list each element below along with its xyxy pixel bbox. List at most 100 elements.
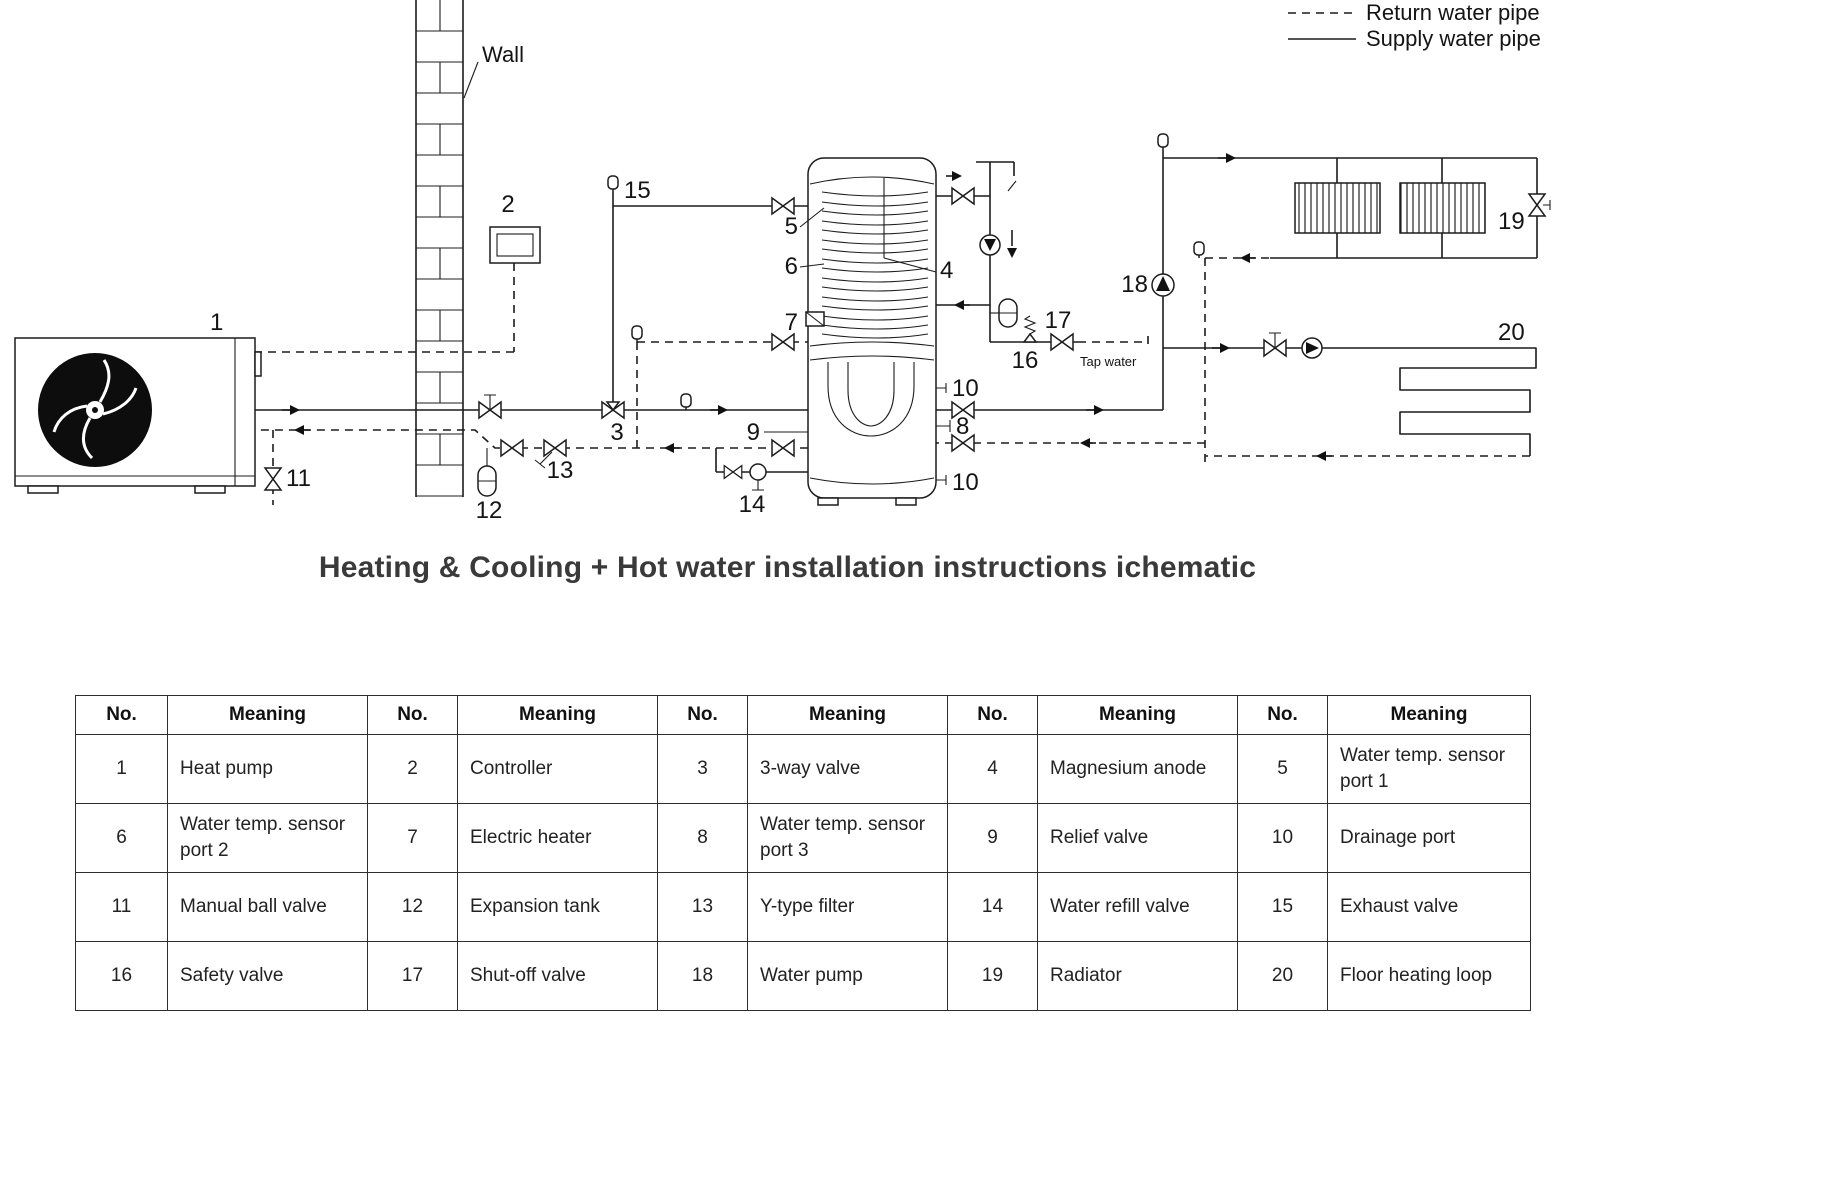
manual-ball-valve-11-icon	[264, 467, 282, 491]
installation-schematic: Return water pipe Supply water pipe Wall	[14, 0, 1551, 524]
meaning-cell: Relief valve	[1037, 803, 1238, 873]
label-sensor-2: 6	[785, 253, 798, 280]
no-cell: 3	[657, 734, 748, 804]
meaning-cell: Y-type filter	[747, 872, 948, 942]
magnesium-anode-icon	[883, 178, 937, 273]
ball-valve-icon	[479, 395, 501, 418]
label-y-filter: 13	[547, 457, 574, 484]
tap-water-label: Tap water	[1080, 354, 1137, 369]
meaning-cell: Safety valve	[167, 941, 368, 1011]
no-cell: 18	[657, 941, 748, 1011]
label-exhaust-valve: 15	[624, 177, 651, 204]
meaning-cell: Expansion tank	[457, 872, 658, 942]
page-title: Heating & Cooling + Hot water installati…	[318, 551, 1257, 584]
meaning-cell: Water temp. sensor port 1	[1327, 734, 1531, 804]
check-valve-icon	[979, 234, 1001, 256]
component-labels: 3 4 5 6 7 8 9 10 10 11 12 13 14 15 16 17…	[286, 177, 1525, 524]
no-cell: 2	[367, 734, 458, 804]
air-vent-icon	[1157, 133, 1169, 151]
water-pump-18-icon	[1151, 273, 1175, 297]
shutoff-valve-icon	[500, 439, 524, 457]
label-controller: 2	[501, 191, 514, 218]
flow-arrows	[282, 153, 1332, 461]
shutoff-valve-icon	[771, 439, 795, 457]
label-3-way-valve: 3	[610, 419, 623, 446]
shutoff-valve-icon	[771, 333, 795, 351]
valve-symbols	[264, 133, 1546, 497]
no-cell: 17	[367, 941, 458, 1011]
label-drainage-bottom: 10	[952, 469, 979, 496]
shutoff-valve-icon	[771, 197, 795, 215]
meaning-cell: Electric heater	[457, 803, 658, 873]
radiator-body-icon	[1294, 182, 1381, 234]
meaning-cell: Magnesium anode	[1037, 734, 1238, 804]
no-cell: 13	[657, 872, 748, 942]
label-shutoff-valve: 17	[1045, 307, 1072, 334]
legend-return-label: Return water pipe	[1366, 0, 1540, 25]
radiator	[1294, 158, 1551, 258]
label-drainage-top: 10	[952, 375, 979, 402]
column-header: No.	[947, 695, 1038, 735]
no-cell: 4	[947, 734, 1038, 804]
label-refill-valve: 14	[739, 491, 766, 518]
water-refill-valve-icon	[723, 463, 767, 491]
no-cell: 20	[1237, 941, 1328, 1011]
wall: Wall	[415, 0, 524, 497]
no-cell: 7	[367, 803, 458, 873]
meaning-cell: Water refill valve	[1037, 872, 1238, 942]
column-header: Meaning	[167, 695, 368, 735]
air-vent-icon	[680, 393, 692, 411]
shutoff-valve-17-icon	[1050, 333, 1074, 351]
label-floor-loop: 20	[1498, 319, 1525, 346]
circulation-pump-icon	[1301, 337, 1323, 359]
no-cell: 15	[1237, 872, 1328, 942]
column-header: Meaning	[457, 695, 658, 735]
wall-label: Wall	[482, 42, 524, 67]
no-cell: 11	[75, 872, 168, 942]
y-filter-icon	[534, 439, 567, 469]
meaning-cell: Exhaust valve	[1327, 872, 1531, 942]
no-cell: 16	[75, 941, 168, 1011]
ball-valve-icon	[1264, 333, 1286, 356]
column-header: Meaning	[1037, 695, 1238, 735]
safety-valve-16-icon	[1022, 315, 1038, 343]
label-manual-ball-valve: 11	[286, 465, 311, 492]
no-cell: 10	[1237, 803, 1328, 873]
radiator-valve-icon	[1528, 193, 1546, 217]
label-water-pump: 18	[1121, 271, 1148, 298]
column-header: Meaning	[747, 695, 948, 735]
pipe-legend: Return water pipe Supply water pipe	[1288, 0, 1541, 51]
meaning-cell: Heat pump	[167, 734, 368, 804]
meaning-cell: 3-way valve	[747, 734, 948, 804]
expansion-tank-12-icon	[477, 448, 497, 497]
no-cell: 19	[947, 941, 1038, 1011]
no-cell: 14	[947, 872, 1038, 942]
faucet-icon	[976, 161, 1017, 196]
label-electric-heater: 7	[785, 309, 798, 336]
controller-wire	[255, 263, 515, 353]
column-header: Meaning	[1327, 695, 1531, 735]
label-anode: 4	[940, 257, 953, 284]
no-cell: 1	[75, 734, 168, 804]
water-tank	[764, 157, 951, 506]
column-header: No.	[75, 695, 168, 735]
meaning-cell: Manual ball valve	[167, 872, 368, 942]
column-header: No.	[367, 695, 458, 735]
label-relief-valve: 9	[747, 419, 760, 446]
no-cell: 12	[367, 872, 458, 942]
dip-tube-icon	[827, 362, 915, 437]
no-cell: 5	[1237, 734, 1328, 804]
heat-pump: 1	[14, 309, 262, 494]
label-sensor-3: 8	[956, 413, 969, 440]
air-vent-icon	[1193, 241, 1205, 259]
meaning-cell: Water temp. sensor port 3	[747, 803, 948, 873]
radiator-body-icon	[1399, 182, 1486, 234]
label-heat-pump: 1	[210, 309, 223, 336]
